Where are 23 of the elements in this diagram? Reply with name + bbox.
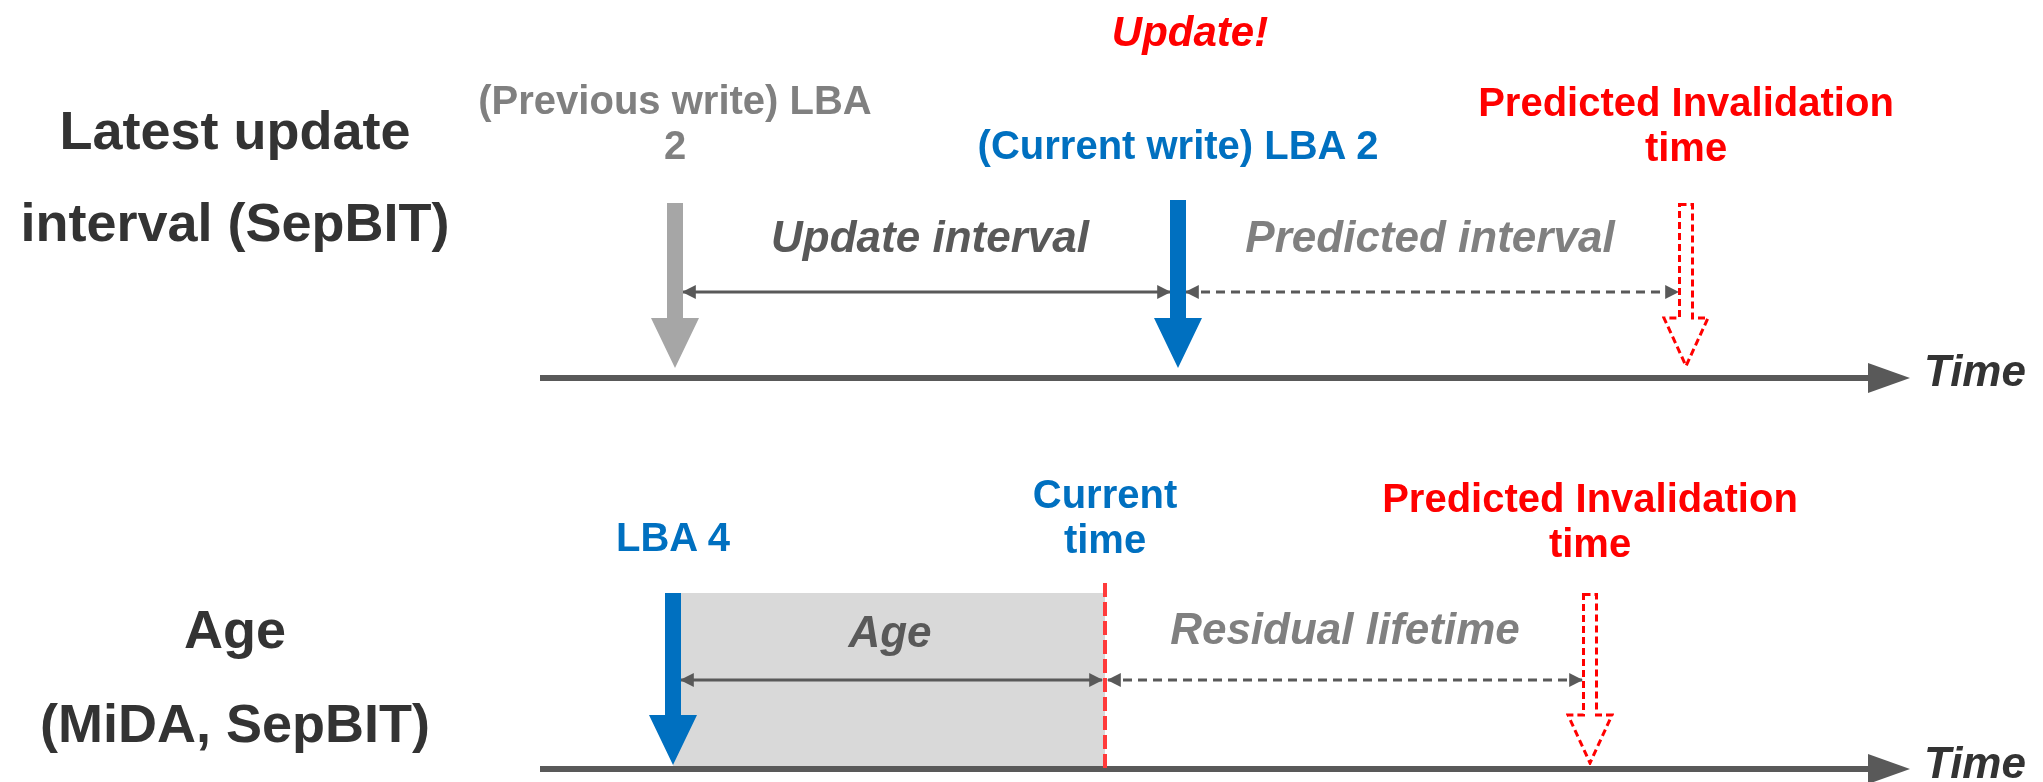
edge-label: Age <box>848 607 932 657</box>
event-label: (Current write) LBA 2 <box>976 123 1380 168</box>
annotation-text: Update! <box>1110 8 1270 57</box>
edge-label: Predicted interval <box>1245 212 1615 262</box>
down-arrow <box>1566 593 1614 765</box>
event-label: Predicted Invalidation time <box>1477 80 1895 170</box>
edge-label: Update interval <box>771 212 1089 262</box>
event-label: (Previous write) LBA 2 <box>477 78 873 168</box>
marker-line <box>1101 583 1109 770</box>
edge-label: Residual lifetime <box>1170 604 1520 654</box>
axis-label: Time <box>1923 346 2027 397</box>
interval-arrow <box>1106 673 1584 687</box>
down-arrow <box>1154 200 1202 368</box>
down-arrow <box>1662 203 1710 368</box>
event-label: Current time <box>1031 472 1179 562</box>
down-arrow <box>651 203 699 368</box>
row-title: Latest update interval (SepBIT) <box>19 99 451 254</box>
event-label: Predicted Invalidation time <box>1381 476 1799 566</box>
event-label: LBA 4 <box>614 515 732 560</box>
row-title: Age <box>183 598 287 661</box>
axis-label: Time <box>1923 738 2027 782</box>
down-arrow <box>649 593 697 765</box>
row-title: (MiDA, SepBIT) <box>39 692 431 755</box>
